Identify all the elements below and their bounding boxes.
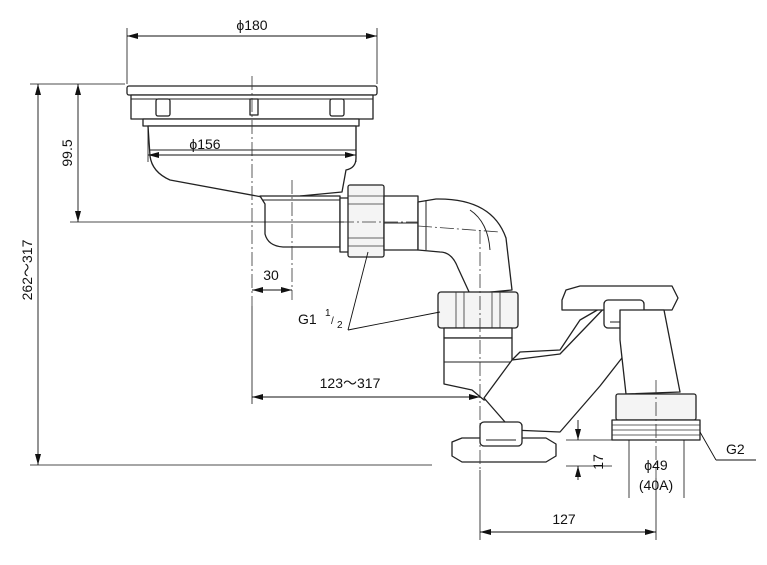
outlet-thread-slash: / — [331, 316, 334, 327]
dim-outlet-offset: 30 — [252, 267, 292, 293]
dim-water-seal: 17 — [566, 420, 612, 480]
elbow-pipe — [417, 198, 513, 295]
outer-diameter-label: ϕ180 — [236, 17, 267, 33]
basket-diameter-label: ϕ156 — [189, 136, 220, 152]
drain-thread-label: G2 — [726, 441, 745, 457]
dim-basket-diameter: ϕ156 — [147, 127, 357, 162]
total-height-label: 262～317 — [19, 239, 35, 300]
dim-trap-spacing: 127 — [479, 470, 657, 540]
dim-outer-diameter: ϕ180 — [126, 17, 378, 84]
outlet-thread-sup: 1 — [325, 308, 331, 319]
centerlines — [251, 76, 657, 478]
outlet-offset-label: 30 — [263, 267, 279, 283]
slip-nut — [437, 291, 519, 339]
dim-horizontal-range: 123～317 — [251, 306, 480, 404]
dim-depth-to-outlet: 99.5 — [59, 83, 344, 223]
water-seal-label: 17 — [590, 454, 606, 470]
outlet-thread-callout: G1 1 / 2 — [298, 251, 441, 331]
depth-to-outlet-label: 99.5 — [59, 139, 75, 166]
outlet-thread-label: G1 — [298, 311, 317, 327]
dim-drain-diameter: ϕ49 (40A) — [628, 440, 685, 498]
drain-diameter-label: ϕ49 — [644, 457, 668, 473]
dim-total-height: 262～317 — [19, 83, 432, 466]
outlet-nut — [339, 184, 419, 258]
trap-body — [443, 285, 681, 463]
drain-nominal-label: (40A) — [639, 477, 673, 493]
outlet-thread-sub: 2 — [337, 320, 343, 331]
horizontal-range-label: 123～317 — [320, 375, 381, 391]
trap-spacing-label: 127 — [552, 511, 576, 527]
drain-thread-callout: G2 — [699, 431, 756, 461]
